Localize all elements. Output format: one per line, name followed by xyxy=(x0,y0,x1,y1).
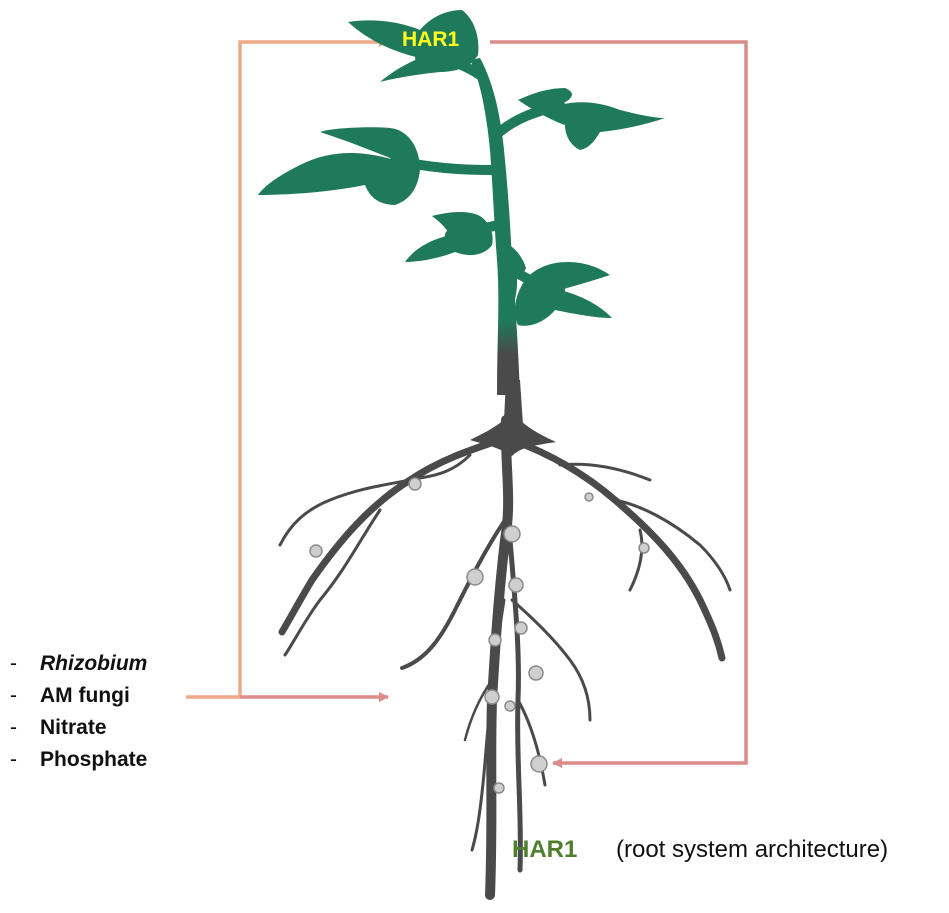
feedback-arrows xyxy=(186,42,746,763)
signal-label: AM fungi xyxy=(40,684,130,707)
root-nodules xyxy=(310,478,649,793)
har1-shoot-label: HAR1 xyxy=(402,28,459,52)
leaf xyxy=(258,127,420,205)
signal-item-phosphate: -Phosphate xyxy=(10,744,147,776)
signal-list: -Rhizobium -AM fungi -Nitrate -Phosphate xyxy=(10,648,147,776)
signal-label: Nitrate xyxy=(40,716,107,739)
leaf xyxy=(405,212,493,262)
signal-item-nitrate: -Nitrate xyxy=(10,712,147,744)
shoot-to-root-arrow xyxy=(490,42,746,763)
root-architecture-label: (root system architecture) xyxy=(616,836,888,864)
leaf xyxy=(515,262,612,326)
har1-root-label: HAR1 xyxy=(512,836,577,864)
signal-label: Phosphate xyxy=(40,748,147,771)
shoot xyxy=(258,10,665,456)
signal-item-rhizobium: -Rhizobium xyxy=(10,648,147,680)
signal-item-am-fungi: -AM fungi xyxy=(10,680,147,712)
leaf xyxy=(518,88,665,150)
signal-label: Rhizobium xyxy=(40,652,147,675)
root-system xyxy=(280,420,730,895)
